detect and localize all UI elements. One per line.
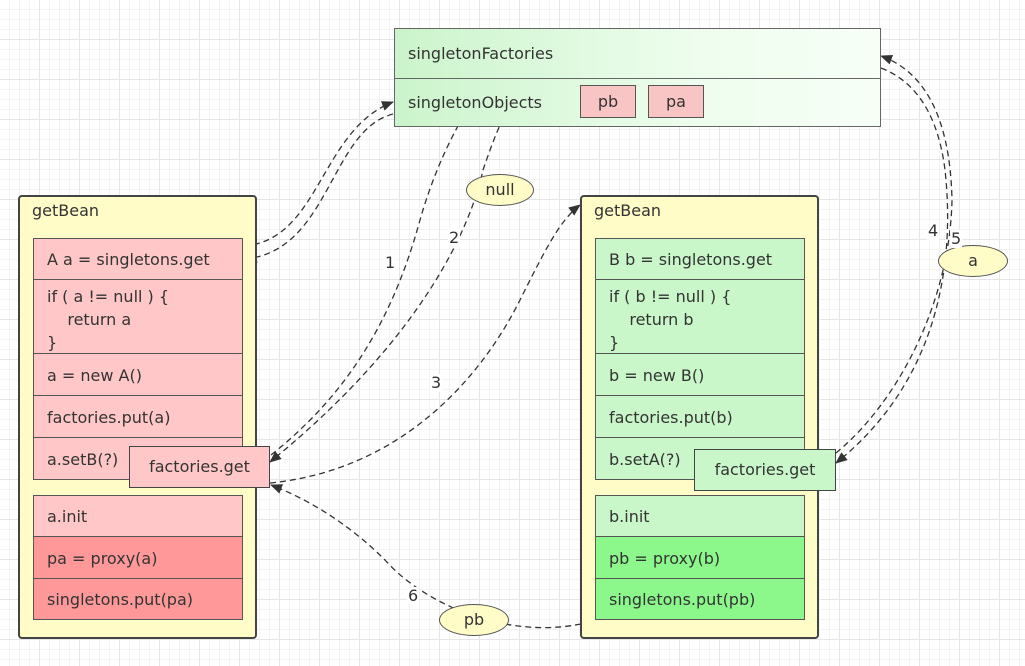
singleton-factories-label: singletonFactories xyxy=(408,44,554,63)
step-5-label: 5 xyxy=(950,229,963,248)
arrow-a-get-to-store xyxy=(243,101,394,247)
b-factories-put: factories.put(b) xyxy=(595,395,805,438)
arrow-store-to-a-get xyxy=(245,113,394,263)
a-factories-get: factories.get xyxy=(129,446,270,488)
arrow-step-6 xyxy=(270,484,582,629)
b-singletons-get: B b = singletons.get xyxy=(595,238,805,280)
arrow-step-2 xyxy=(269,74,554,463)
getbean-a-title: getBean xyxy=(32,201,100,220)
singleton-factories-row: singletonFactories xyxy=(395,29,880,79)
chip-pb: pb xyxy=(580,85,636,118)
singleton-objects-label: singletonObjects xyxy=(408,93,543,112)
b-singletons-put: singletons.put(pb) xyxy=(595,578,805,620)
chip-pa: pa xyxy=(648,85,704,118)
b-null-check: if ( b != null ) { return b} xyxy=(595,279,805,354)
b-factories-get: factories.get xyxy=(694,449,836,491)
a-new: a = new A() xyxy=(33,353,243,396)
a-proxy: pa = proxy(a) xyxy=(33,536,243,579)
arrow-step-1 xyxy=(270,66,499,456)
pb-oval: pb xyxy=(439,604,509,636)
a-singletons-get: A a = singletons.get xyxy=(33,238,243,280)
step-2-label: 2 xyxy=(448,228,461,247)
b-init: b.init xyxy=(595,495,805,537)
b-new: b = new B() xyxy=(595,353,805,396)
a-init: a.init xyxy=(33,495,243,537)
a-null-check-line: } xyxy=(47,333,58,352)
step-4-label: 4 xyxy=(927,221,940,240)
a-singletons-put: singletons.put(pa) xyxy=(33,578,243,620)
b-null-check-line: } xyxy=(609,333,620,352)
b-null-check-line: return b xyxy=(609,310,694,329)
a-null-check-line: return a xyxy=(47,310,132,329)
step-3-label: 3 xyxy=(430,373,443,392)
singleton-store: singletonFactories singletonObjects pb p… xyxy=(394,28,881,127)
null-oval: null xyxy=(466,174,534,206)
b-null-check-line: if ( b != null ) { xyxy=(609,287,732,306)
arrow-step-5 xyxy=(835,67,949,464)
arrow-step-4 xyxy=(835,55,953,454)
singleton-objects-row: singletonObjects pb pa xyxy=(395,79,880,127)
a-null-check-line: if ( a != null ) { xyxy=(47,287,170,306)
getbean-b-title: getBean xyxy=(594,201,662,220)
step-1-label: 1 xyxy=(384,253,397,272)
step-6-label: 6 xyxy=(407,586,420,605)
b-proxy: pb = proxy(b) xyxy=(595,536,805,579)
a-factories-put: factories.put(a) xyxy=(33,395,243,438)
a-oval: a xyxy=(938,245,1008,277)
arrow-step-3 xyxy=(269,204,581,484)
a-null-check: if ( a != null ) { return a} xyxy=(33,279,243,354)
